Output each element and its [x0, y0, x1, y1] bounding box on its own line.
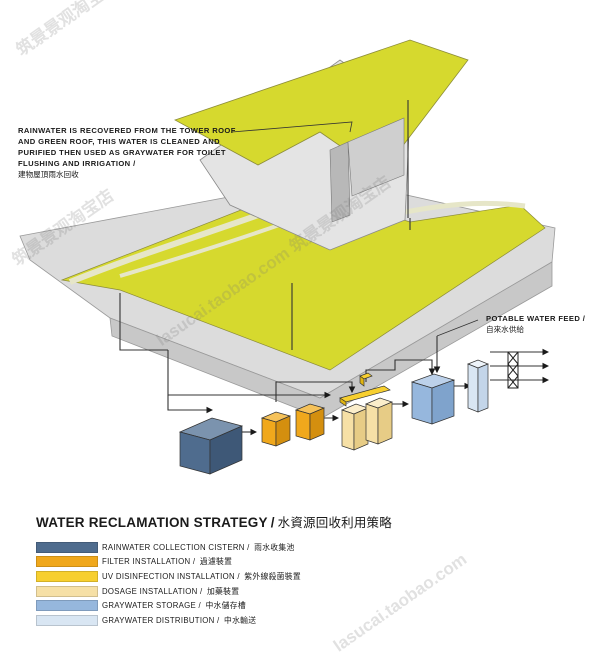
rainwater-callout-text: RAINWATER IS RECOVERED FROM THE TOWER RO…: [18, 126, 236, 168]
legend-label: UV DISINFECTION INSTALLATION / 紫外線殺菌裝置: [102, 571, 301, 582]
legend-label: FILTER INSTALLATION / 過濾裝置: [102, 556, 232, 567]
legend-swatch: [36, 614, 98, 626]
cistern-box: [178, 417, 244, 475]
legend-item: GRAYWATER DISTRIBUTION / 中水輸送: [36, 613, 301, 628]
legend-title-en: WATER RECLAMATION STRATEGY: [36, 515, 268, 530]
legend-swatch: [36, 541, 98, 553]
filter-box-2: [294, 403, 326, 441]
distribution-box: [467, 359, 489, 413]
legend-label-zh: 過濾裝置: [199, 557, 233, 567]
pipe-to-cistern: [167, 395, 214, 414]
legend-item: GRAYWATER STORAGE / 中水儲存槽: [36, 598, 301, 613]
pipe-roof-left-down: [119, 293, 168, 351]
equipment: [178, 351, 519, 475]
legend-label-en: FILTER INSTALLATION /: [102, 557, 196, 567]
legend-label-zh: 中水儲存槽: [205, 601, 246, 611]
legend-item: UV DISINFECTION INSTALLATION / 紫外線殺菌裝置: [36, 569, 301, 584]
legend-label-en: UV DISINFECTION INSTALLATION /: [102, 571, 240, 581]
pipe-main-callout: [231, 121, 353, 133]
podium-side: [109, 261, 553, 419]
legend-label: RAINWATER COLLECTION CISTERN / 雨水收集池: [102, 542, 295, 553]
pipe-network: [119, 100, 550, 436]
legend-label: DOSAGE INSTALLATION / 加藥裝置: [102, 586, 239, 597]
legend: RAINWATER COLLECTION CISTERN / 雨水收集池 FIL…: [36, 540, 301, 628]
legend-swatch: [36, 570, 98, 582]
distribution-lattice: [507, 351, 519, 389]
legend-title: WATER RECLAMATION STRATEGY/水資源回收利用策略: [36, 512, 392, 531]
tower-side-wing: [347, 117, 405, 197]
filter-box-1: [260, 411, 292, 447]
pipe-uv-feed: [365, 359, 436, 382]
dosage-box-1: [341, 403, 369, 451]
legend-label-en: DOSAGE INSTALLATION /: [102, 586, 203, 596]
legend-label-zh: 中水輸送: [223, 615, 257, 625]
pipe-filter-loop: [275, 381, 356, 402]
legend-item: DOSAGE INSTALLATION / 加藥裝置: [36, 584, 301, 599]
uv-unit: [339, 372, 391, 407]
building-massing: [19, 39, 556, 419]
potable-callout-text: POTABLE WATER FEED /: [486, 314, 586, 323]
legend-label-zh: 加藥裝置: [206, 586, 240, 596]
roof-path-3: [394, 200, 526, 217]
legend-item: RAINWATER COLLECTION CISTERN / 雨水收集池: [36, 540, 301, 555]
legend-label-en: GRAYWATER STORAGE /: [102, 601, 201, 611]
legend-label-zh: 雨水收集池: [254, 542, 295, 552]
potable-callout: POTABLE WATER FEED / 自來水供給: [486, 313, 598, 335]
legend-swatch: [36, 585, 98, 597]
pipe-potable-callout: [436, 319, 479, 337]
rainwater-callout-zh: 建物屋頂雨水回收: [18, 170, 79, 179]
legend-title-zh: 水資源回收利用策略: [277, 516, 392, 530]
legend-swatch: [36, 600, 98, 612]
rainwater-callout: RAINWATER IS RECOVERED FROM THE TOWER RO…: [18, 125, 248, 180]
legend-label-en: GRAYWATER DISTRIBUTION /: [102, 615, 220, 625]
storage-box: [410, 373, 456, 425]
legend-label: GRAYWATER DISTRIBUTION / 中水輸送: [102, 615, 256, 626]
legend-item: FILTER INSTALLATION / 過濾裝置: [36, 555, 301, 570]
dosage-box-2: [365, 397, 393, 445]
legend-swatch: [36, 556, 98, 568]
legend-title-separator: /: [270, 515, 275, 530]
potable-callout-zh: 自來水供給: [486, 325, 524, 334]
legend-label: GRAYWATER STORAGE / 中水儲存槽: [102, 600, 246, 611]
legend-label-zh: 紫外線殺菌裝置: [244, 571, 301, 581]
legend-label-en: RAINWATER COLLECTION CISTERN /: [102, 542, 250, 552]
tower-facade-strip: [329, 141, 351, 223]
